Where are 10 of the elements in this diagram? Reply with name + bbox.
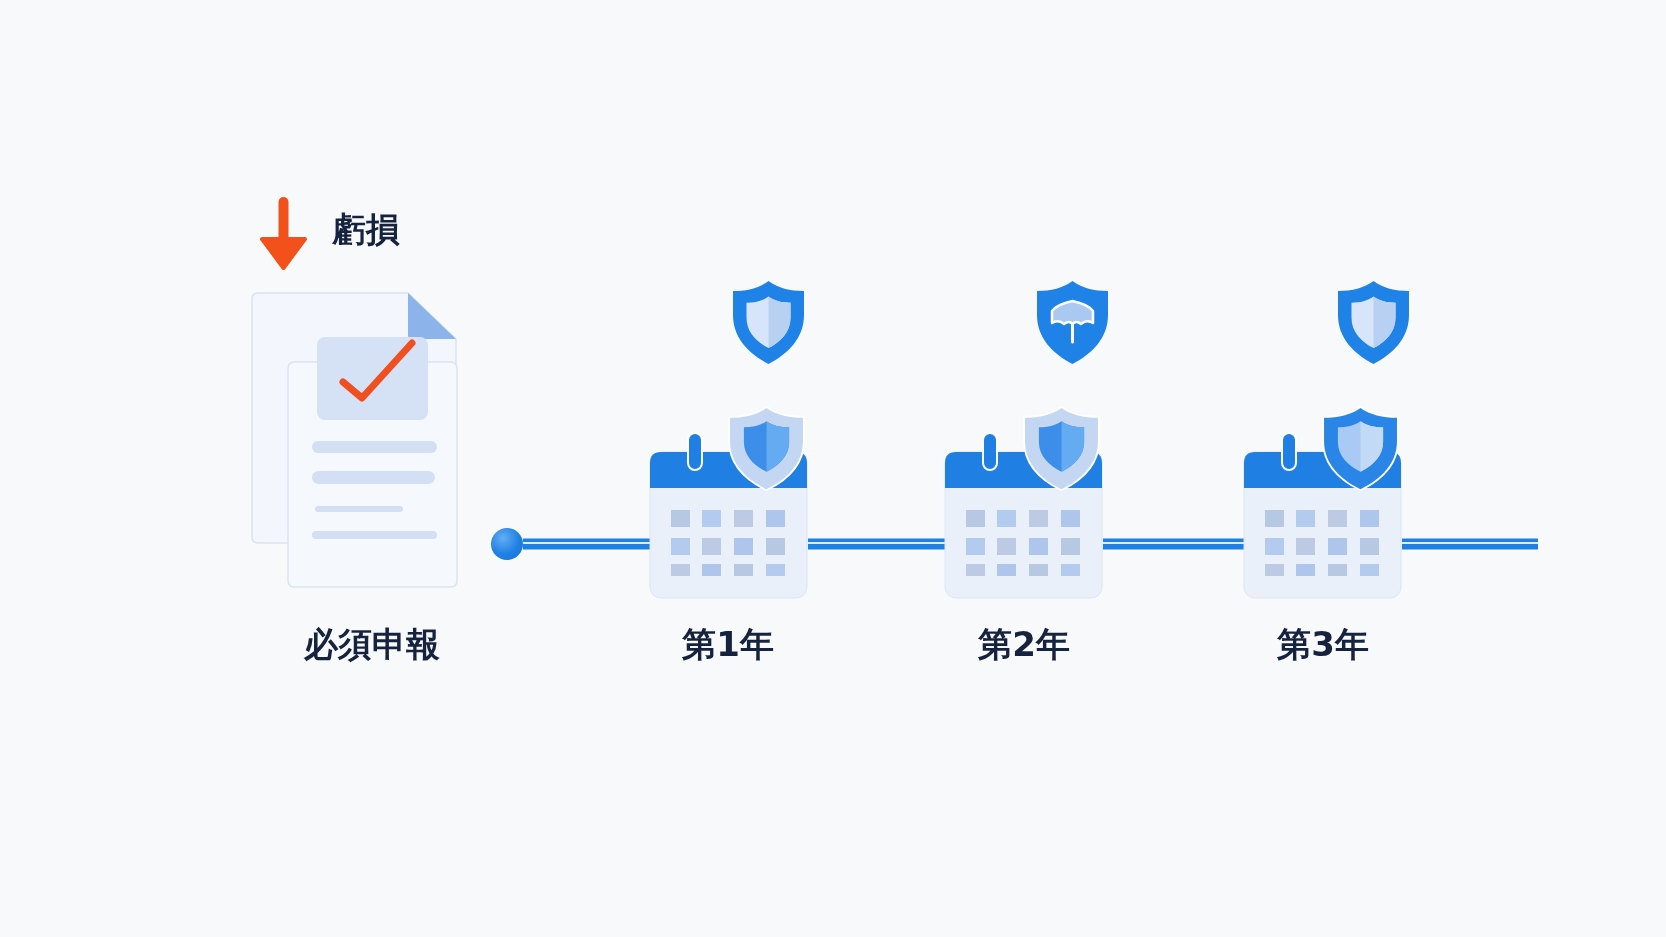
timeline-line	[1402, 538, 1538, 550]
node-label: 必須申報	[304, 624, 440, 665]
node-label: 第1年	[682, 624, 774, 665]
timeline-dot	[491, 528, 523, 560]
node-label: 第3年	[1277, 624, 1369, 665]
timeline-line	[808, 538, 945, 550]
node-label: 第2年	[978, 624, 1070, 665]
timeline-line	[523, 538, 650, 550]
timeline-line	[1103, 538, 1244, 550]
heading-label: 虧損	[332, 209, 400, 250]
